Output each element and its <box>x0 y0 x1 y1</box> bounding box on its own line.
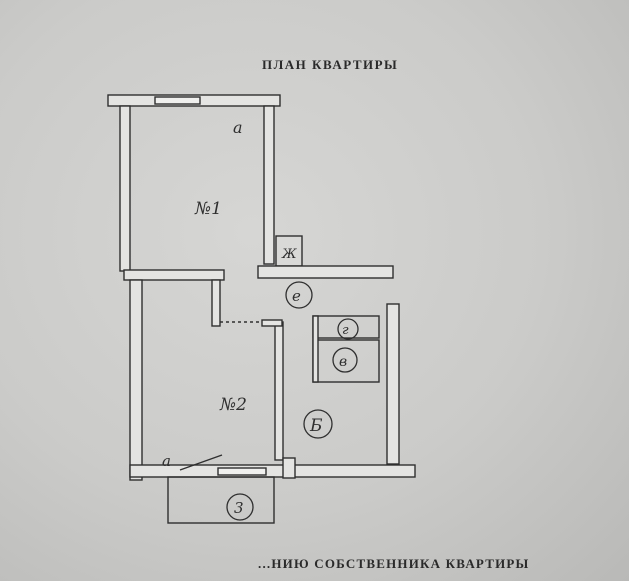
bottom-caption: ...НИЮ СОБСТВЕННИКА КВАРТИРЫ <box>258 556 530 571</box>
balcony-mark-top: а <box>233 118 243 137</box>
loggia <box>167 476 275 524</box>
vent-mark: Ж <box>281 247 297 262</box>
room-g-label: г <box>342 323 349 338</box>
bottom-wall <box>129 464 416 478</box>
partition-room-2 <box>274 321 284 461</box>
room-v-label: в <box>339 354 347 370</box>
partition-stub <box>211 279 221 327</box>
left-wall-room-2 <box>129 279 143 481</box>
middle-wall-left <box>123 269 225 281</box>
balcony-mark-bottom: а <box>162 452 171 470</box>
room-e-label: е <box>292 287 301 305</box>
top-window <box>154 96 201 105</box>
right-outer-wall <box>386 303 400 465</box>
room-b-label: Б <box>309 416 323 436</box>
room-z-label: 3 <box>234 499 244 517</box>
bottom-window <box>217 467 267 476</box>
room-1-label: №1 <box>194 199 222 219</box>
right-wall-room-1 <box>263 105 275 265</box>
middle-wall-right <box>257 265 394 279</box>
room-2-label: №2 <box>219 395 247 415</box>
page-title: ПЛАН КВАРТИРЫ <box>262 57 399 72</box>
vent-shaft <box>275 235 303 267</box>
left-wall-room-1 <box>119 105 131 272</box>
